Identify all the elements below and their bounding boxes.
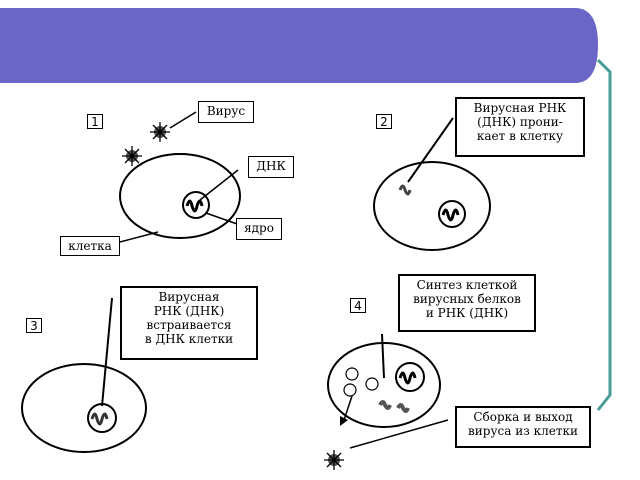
pointer-synthesis bbox=[381, 333, 385, 379]
nucleus bbox=[182, 191, 210, 219]
panel-2 bbox=[373, 117, 491, 251]
dna-squiggle bbox=[90, 412, 109, 426]
label-virus: Вирус bbox=[198, 101, 254, 123]
pointer-virus bbox=[169, 111, 197, 129]
virus-particle bbox=[122, 146, 142, 166]
nucleus bbox=[438, 200, 466, 228]
panel-4-number: 4 bbox=[350, 298, 366, 313]
viral-capsid bbox=[343, 383, 357, 397]
viral-rna-squiggle bbox=[398, 184, 412, 196]
panel-3-number: 3 bbox=[26, 318, 42, 333]
dna-squiggle bbox=[441, 208, 460, 222]
panel-1-number: 1 bbox=[87, 114, 103, 129]
panel-4 bbox=[324, 333, 449, 470]
cell-membrane bbox=[119, 153, 241, 239]
accent-frame-line bbox=[596, 58, 612, 411]
pointer-cell bbox=[115, 231, 159, 244]
header-banner bbox=[0, 8, 598, 83]
viral-capsid bbox=[345, 367, 359, 381]
cell-membrane bbox=[373, 161, 491, 251]
panel-2-number: 2 bbox=[376, 114, 392, 129]
viral-rna-strand bbox=[101, 297, 113, 407]
label-nucleus: ядро bbox=[236, 218, 282, 240]
label-cell: клетка bbox=[60, 236, 120, 256]
virus-particle bbox=[150, 122, 170, 142]
cell-membrane bbox=[21, 363, 147, 453]
nucleus bbox=[395, 362, 425, 392]
caption-panel-3: Вирусная РНК (ДНК) встраивается в ДНК кл… bbox=[120, 286, 258, 360]
dna-squiggle bbox=[398, 371, 417, 385]
label-dna: ДНК bbox=[248, 156, 294, 178]
viral-protein bbox=[378, 400, 392, 410]
pointer-dna bbox=[199, 169, 239, 201]
arrow-head bbox=[340, 416, 348, 426]
caption-panel-2: Вирусная РНК (ДНК) прони- кает в клетку bbox=[455, 97, 585, 157]
pointer-assembly bbox=[349, 419, 449, 449]
viral-protein bbox=[396, 403, 410, 413]
virus-particle bbox=[324, 450, 344, 470]
arrow-exit bbox=[343, 395, 353, 421]
caption-panel-4: Синтез клеткой вирусных белков и РНК (ДН… bbox=[398, 274, 536, 332]
caption-panel-4-assembly: Сборка и выход вируса из клетки bbox=[455, 406, 591, 448]
panel-3 bbox=[21, 297, 147, 453]
viral-rna-strand bbox=[407, 117, 454, 183]
panel-1 bbox=[115, 111, 241, 244]
cell-membrane bbox=[327, 342, 441, 428]
pointer-nucleus bbox=[205, 212, 241, 226]
dna-squiggle bbox=[185, 199, 204, 213]
viral-capsid bbox=[365, 377, 379, 391]
